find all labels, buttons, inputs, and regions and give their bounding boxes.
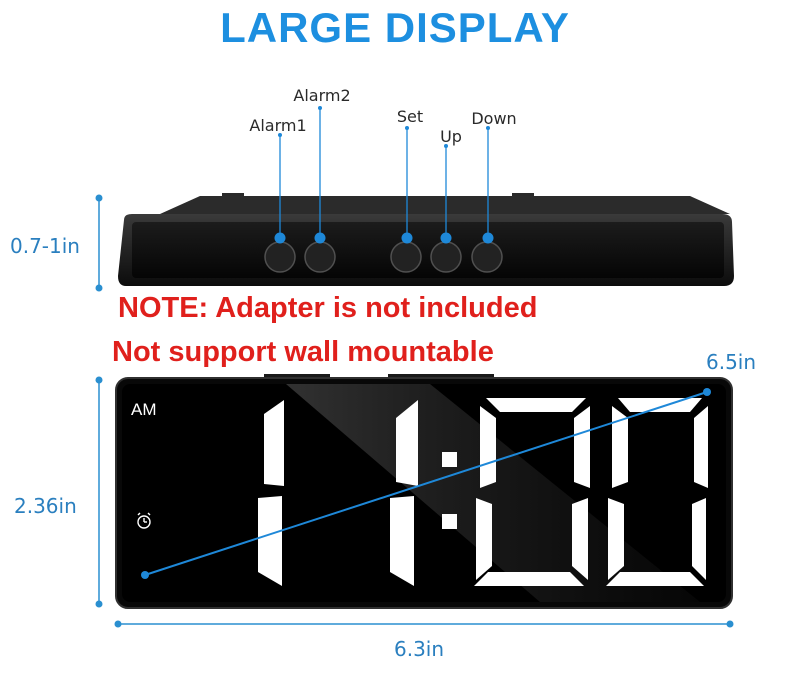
am-indicator: AM xyxy=(131,400,157,419)
height-dimension xyxy=(95,376,103,608)
down-button[interactable] xyxy=(471,241,503,273)
depth-label: 0.7-1in xyxy=(10,234,80,258)
colon-top xyxy=(442,452,457,467)
diagonal-dimension xyxy=(141,388,711,579)
diagonal-label: 6.5in xyxy=(706,350,757,374)
wall-mount-note: Not support wall mountable xyxy=(112,336,494,368)
up-label: Up xyxy=(440,127,462,146)
width-dimension xyxy=(114,620,734,628)
alarm-clock-icon xyxy=(137,512,151,529)
alarm1-label: Alarm1 xyxy=(249,116,307,135)
alarm2-label: Alarm2 xyxy=(293,86,351,105)
set-label: Set xyxy=(396,107,424,126)
button-leader-lines xyxy=(279,108,489,238)
clock-top-view xyxy=(118,193,734,286)
width-label: 6.3in xyxy=(394,637,445,661)
leader-dots xyxy=(274,106,494,244)
alarm1-button[interactable] xyxy=(264,241,296,273)
digit-1-upper xyxy=(264,400,284,486)
up-button[interactable] xyxy=(430,241,462,273)
set-button[interactable] xyxy=(390,241,422,273)
down-label: Down xyxy=(471,109,517,128)
alarm2-button[interactable] xyxy=(304,241,336,273)
depth-dimension xyxy=(95,194,103,292)
colon-bottom xyxy=(442,514,457,529)
height-label: 2.36in xyxy=(14,494,77,518)
adapter-note: NOTE: Adapter is not included xyxy=(118,292,538,324)
page-title: LARGE DISPLAY xyxy=(220,4,570,51)
